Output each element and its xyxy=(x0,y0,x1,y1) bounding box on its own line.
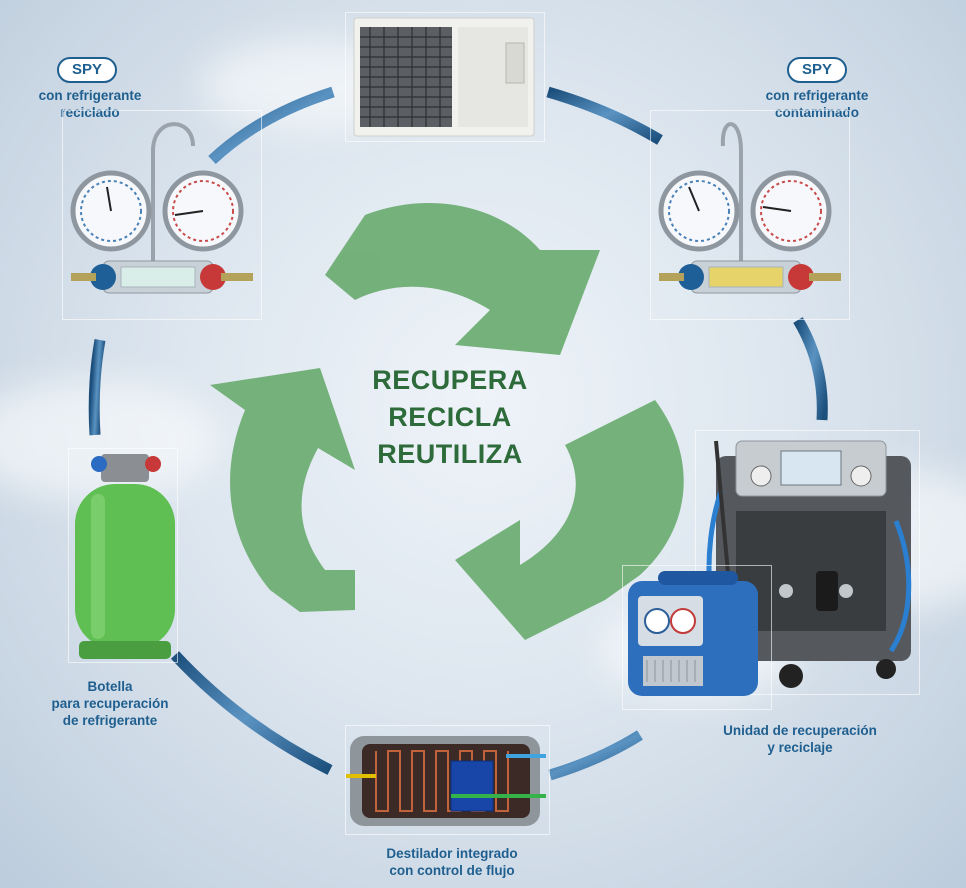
label-bottle-line1: Botella xyxy=(87,679,133,694)
ring-segment xyxy=(170,651,333,775)
ring-segment xyxy=(546,86,663,145)
label-recovery-unit-line1: Unidad de recuperación xyxy=(723,723,877,738)
label-bottle-line3: de refrigerante xyxy=(62,713,158,728)
recycle-arrow-left xyxy=(210,368,355,612)
ring-segment xyxy=(208,86,335,165)
slogan-recicla: RECICLA xyxy=(388,402,512,432)
slogan-reutiliza: REUTILIZA xyxy=(377,439,523,469)
label-bottle: Botella para recuperación de refrigerant… xyxy=(35,678,185,729)
label-spy-recycled: con refrigerante reciclado xyxy=(25,87,155,121)
label-distiller-line2: con control de flujo xyxy=(389,863,515,878)
ring-segment xyxy=(88,339,106,436)
manifold-gauge-recycled-image xyxy=(62,110,262,320)
distiller-image xyxy=(345,725,550,835)
recycle-arrow-top xyxy=(325,202,600,355)
label-recovery-unit-line2: y reciclaje xyxy=(767,740,833,755)
ring-segment xyxy=(793,317,828,421)
slogan-recupera: RECUPERA xyxy=(372,365,528,395)
center-slogan: RECUPERA RECICLA REUTILIZA xyxy=(370,362,530,473)
recycle-arrow-right xyxy=(455,400,684,640)
spy-logo-left: SPY xyxy=(57,57,117,83)
ring-segment xyxy=(548,730,643,781)
label-spy-contaminated: con refrigerante contaminado xyxy=(752,87,882,121)
portable-recovery-unit-image xyxy=(622,565,772,710)
label-spy-recycled-line2: reciclado xyxy=(60,105,120,120)
label-distiller: Destilador integrado con control de fluj… xyxy=(352,845,552,879)
spy-logo-right: SPY xyxy=(787,57,847,83)
label-spy-contaminated-line1: con refrigerante xyxy=(765,88,869,103)
refrigerant-bottle-image xyxy=(68,448,178,663)
label-distiller-line1: Destilador integrado xyxy=(386,846,518,861)
outdoor-ac-unit-image xyxy=(345,12,545,142)
manifold-gauge-contaminated-image xyxy=(650,110,850,320)
label-spy-recycled-line1: con refrigerante xyxy=(38,88,142,103)
label-spy-contaminated-line2: contaminado xyxy=(774,105,859,120)
label-recovery-unit: Unidad de recuperación y reciclaje xyxy=(710,722,890,756)
recovery-station-image xyxy=(695,430,920,695)
label-bottle-line2: para recuperación xyxy=(51,696,169,711)
